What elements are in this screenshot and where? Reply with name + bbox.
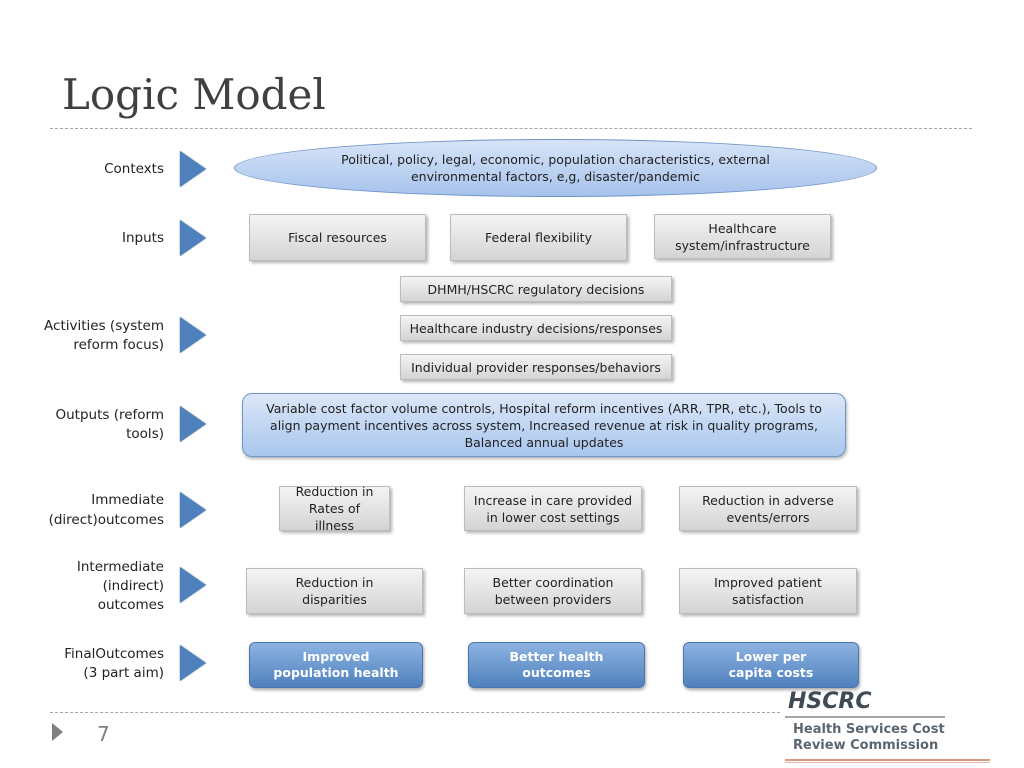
activity-box: Individual provider responses/behaviors [400,354,672,380]
label-outputs-2: tools) [126,426,164,442]
label-activities-2: reform focus) [73,337,164,353]
arrow-right-icon [180,406,206,442]
input-box: Healthcare system/infrastructure [654,214,831,259]
arrow-right-icon [180,317,206,353]
intermediate-box: Improved patient satisfaction [679,568,857,614]
activity-box: Healthcare industry decisions/responses [400,315,672,341]
intermediate-box: Better coordination between providers [464,568,642,614]
input-box: Federal flexibility [450,214,627,261]
intermediate-box: Reduction in disparities [246,568,423,614]
logo-line2: Review Commission [793,738,939,753]
label-contexts: Contexts [104,161,164,177]
label-final-2: (3 part aim) [83,665,164,681]
arrow-right-icon [180,645,206,681]
page-number: 7 [97,722,110,746]
label-immediate: Immediate [91,492,164,508]
title-divider [50,128,972,129]
logo-line1: Health Services Cost [793,722,945,737]
logo-rule [785,716,945,718]
logo-accent-rule [785,759,990,763]
outputs-box: Variable cost factor volume controls, Ho… [242,393,846,457]
label-immediate-2: (direct)outcomes [48,512,164,528]
arrow-right-icon [180,151,206,187]
label-intermediate: Intermediate [76,559,164,575]
label-outputs: Outputs (reform [55,407,164,423]
label-final: FinalOutcomes [64,646,164,662]
final-outcome-box: Lower per capita costs [683,642,859,688]
label-inputs: Inputs [122,230,164,246]
final-outcome-box: Better health outcomes [468,642,645,688]
page-title: Logic Model [62,70,326,119]
arrow-right-icon [180,492,206,528]
contexts-ellipse: Political, policy, legal, economic, popu… [234,139,877,197]
logo-abbr: HSCRC [788,689,872,714]
arrow-right-icon [180,220,206,256]
arrow-right-icon [180,567,206,603]
input-box: Fiscal resources [249,214,426,261]
slide-marker-icon [52,723,63,741]
immediate-box: Increase in care provided in lower cost … [464,486,642,531]
immediate-box: Reduction in Rates of illness [279,484,390,533]
label-intermediate-3: outcomes [97,597,164,613]
label-activities: Activities (system [44,318,164,334]
immediate-box: Reduction in adverse events/errors [679,486,857,531]
hscrc-logo: HSCRC Health Services Cost Review Commis… [785,689,990,763]
footer-divider [50,712,780,713]
final-outcome-box: Improved population health [249,642,423,688]
activity-box: DHMH/HSCRC regulatory decisions [400,276,672,302]
label-intermediate-2: (indirect) [102,578,164,594]
